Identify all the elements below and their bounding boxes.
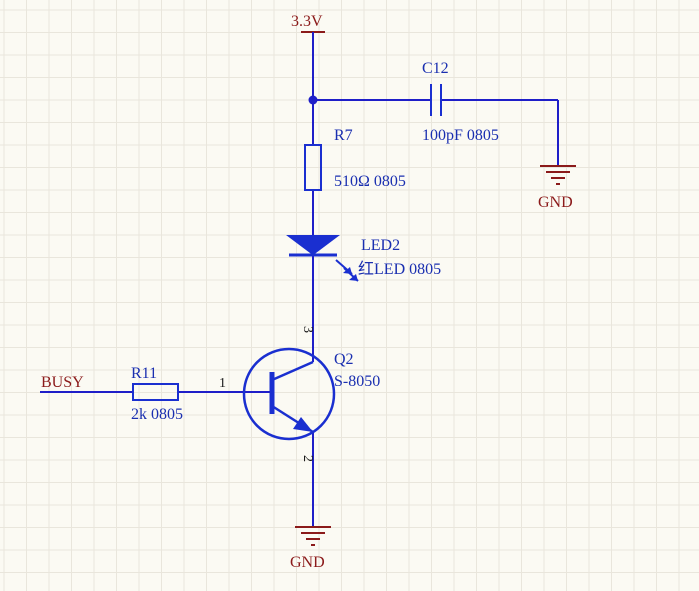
- q2-value: S-8050: [334, 373, 380, 390]
- gnd-q-label: GND: [290, 554, 325, 571]
- pin-base-number: 1: [219, 376, 226, 391]
- capacitor-value: 100pF 0805: [422, 127, 499, 144]
- vcc-symbol: [301, 31, 325, 42]
- transistor-q2: [242, 347, 336, 441]
- resistor-r7: [304, 144, 322, 191]
- led-symbol: [286, 235, 359, 282]
- r11-value: 2k 0805: [131, 406, 183, 423]
- junction-dot: [308, 95, 318, 105]
- r11-designator: R11: [131, 365, 157, 382]
- led-value-label: 红LED 0805: [358, 259, 441, 278]
- vcc-label: 3.3V: [291, 13, 323, 30]
- emitter-arrow: [293, 417, 313, 432]
- led-value: LED 0805: [374, 261, 441, 278]
- capacitor-designator: C12: [422, 60, 449, 77]
- pin-collector-number: 3: [300, 326, 315, 333]
- r7-value: 510Ω 0805: [334, 173, 406, 190]
- busy-net-label: BUSY: [41, 374, 84, 391]
- gnd-symbol-q2: [295, 526, 331, 546]
- gnd-symbol-cap: [540, 165, 576, 185]
- r7-designator: R7: [334, 127, 353, 144]
- pin-emitter-number: 2: [300, 455, 315, 462]
- gnd-cap-label: GND: [538, 194, 573, 211]
- wires: [40, 32, 559, 527]
- q2-designator: Q2: [334, 351, 354, 368]
- led-designator: LED2: [361, 237, 400, 254]
- capacitor-c12: [430, 84, 442, 116]
- resistor-r11: [132, 383, 179, 401]
- led-value-cn: 红: [358, 259, 374, 278]
